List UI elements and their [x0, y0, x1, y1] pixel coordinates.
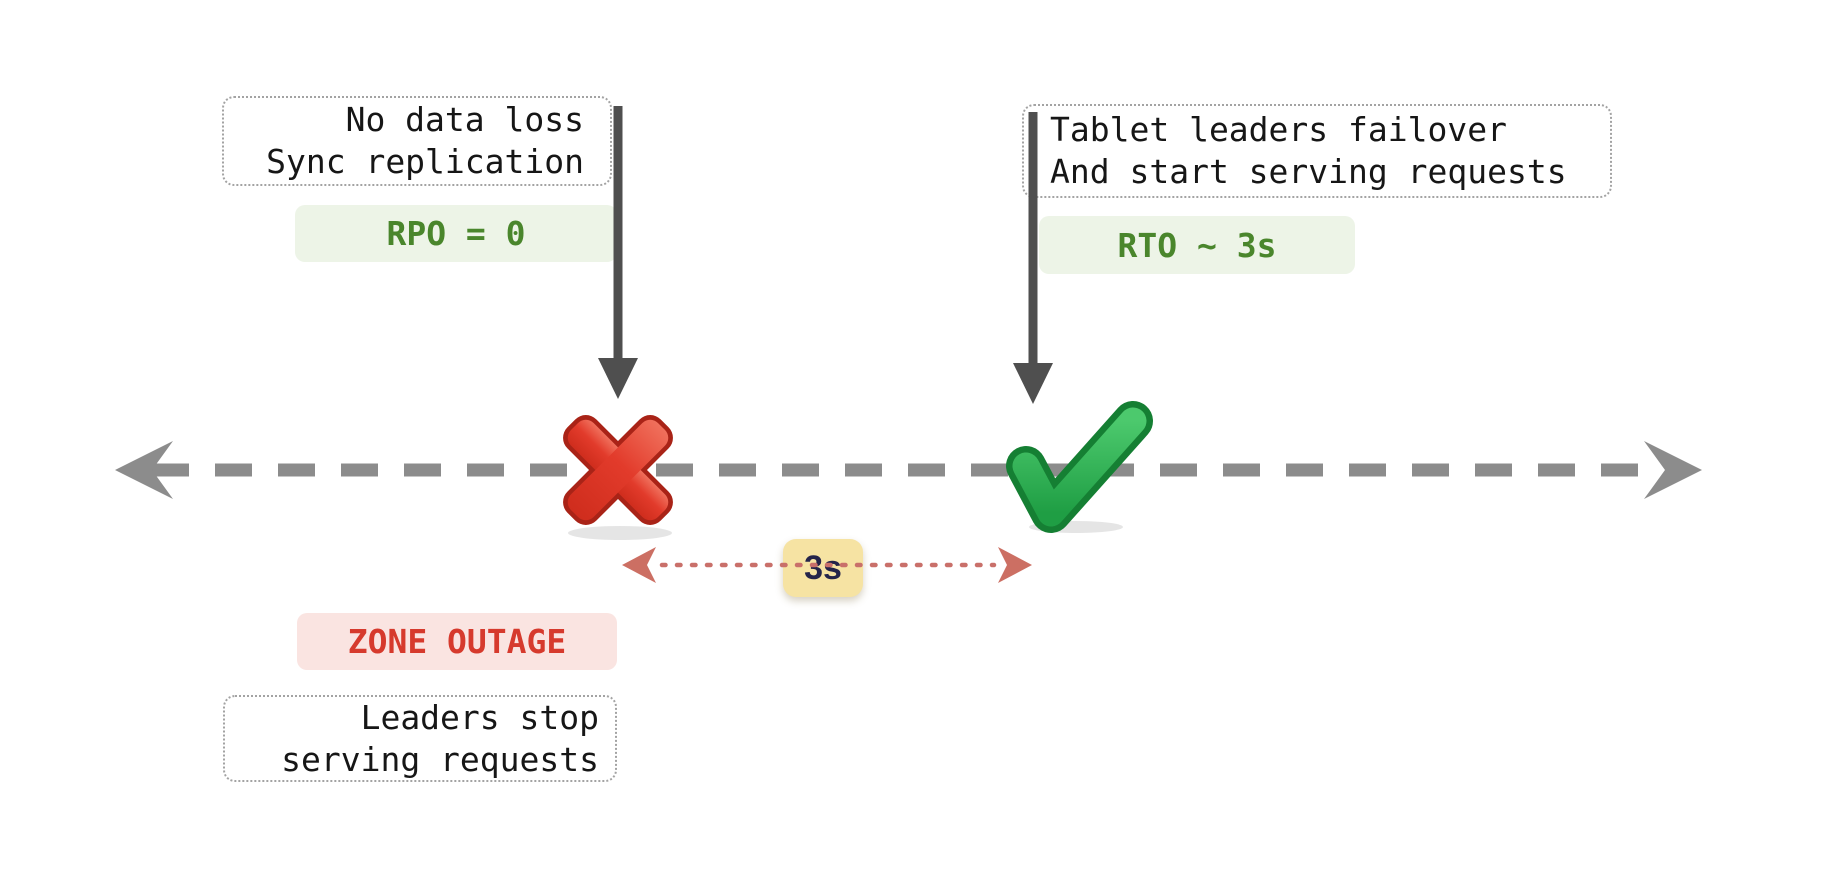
rpo-badge: RPO = 0 — [295, 205, 617, 262]
failover-note-line2: And start serving requests — [1050, 152, 1567, 191]
failover-note-line1: Tablet leaders failover — [1050, 110, 1507, 149]
zone-outage-badge: ZONE OUTAGE — [297, 613, 617, 670]
timeline-left-arrowhead-icon — [115, 441, 173, 499]
rto-badge-label: RTO ~ 3s — [1117, 225, 1277, 265]
leaders-note-line2: serving requests — [281, 739, 599, 779]
sync-replication-note: No data loss Sync replication — [222, 96, 612, 186]
cross-mark-icon — [563, 415, 673, 525]
sync-note-line2: Sync replication — [266, 142, 584, 181]
leaders-note-line1: Leaders stop — [360, 697, 599, 737]
check-mark-icon — [1006, 401, 1153, 533]
timeline-right-arrowhead-icon — [1644, 441, 1702, 499]
rto-badge: RTO ~ 3s — [1039, 216, 1355, 274]
duration-badge-label: 3s — [804, 548, 842, 587]
leaders-stop-note: Leaders stop serving requests — [223, 695, 617, 782]
cross-shadow — [568, 526, 672, 540]
sync-note-line1: No data loss — [345, 100, 584, 139]
failover-note: Tablet leaders failover And start servin… — [1022, 104, 1612, 198]
timeline-dashed-line-icon — [115, 441, 1702, 499]
zone-outage-label: ZONE OUTAGE — [347, 622, 567, 661]
check-shadow — [1029, 521, 1123, 533]
duration-badge: 3s — [783, 539, 863, 597]
rpo-badge-label: RPO = 0 — [386, 214, 526, 253]
